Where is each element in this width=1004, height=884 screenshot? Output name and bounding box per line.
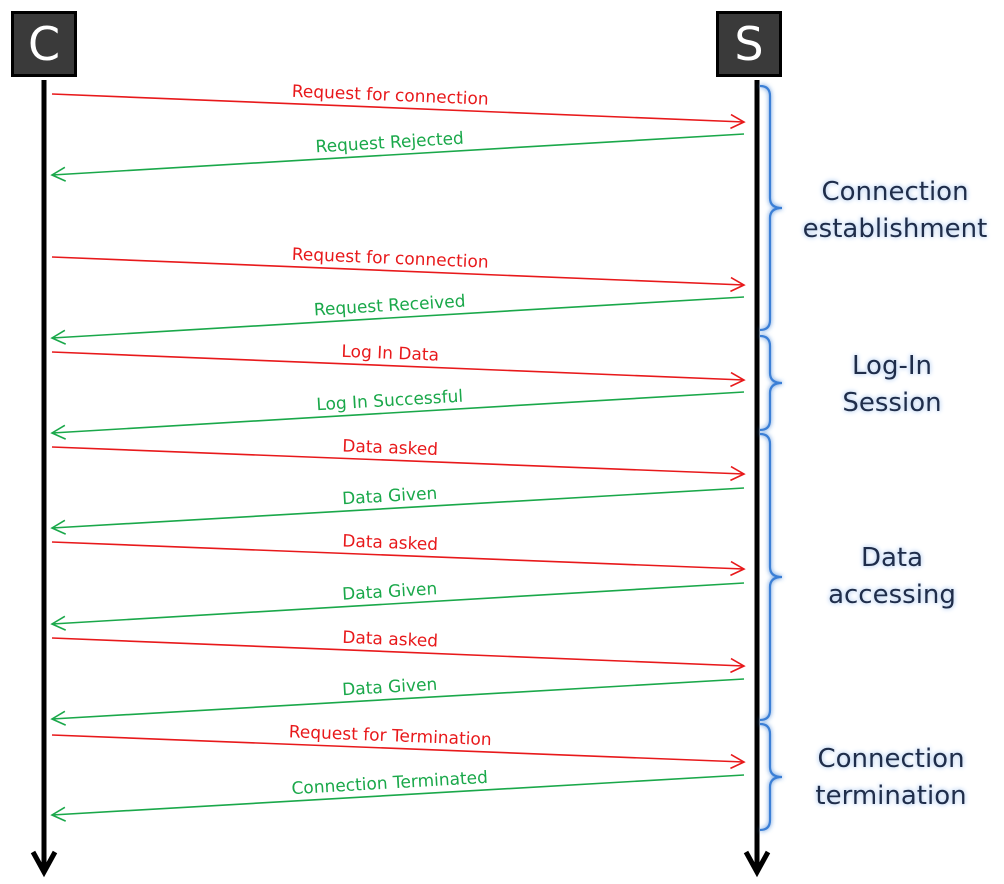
server-lifeline-arrowhead <box>743 850 771 878</box>
message-arrowhead <box>730 276 746 293</box>
phase-brace <box>759 722 783 832</box>
message-label: Connection Terminated <box>291 768 488 799</box>
message-label: Log In Successful <box>316 387 464 416</box>
message-line <box>51 637 745 667</box>
message-arrow: Data Given <box>50 675 745 726</box>
message-arrow: Request for connection <box>51 82 746 130</box>
message-arrowhead <box>50 615 67 631</box>
message-arrowhead <box>50 710 67 726</box>
message-label: Request Rejected <box>315 129 464 158</box>
message-label: Data asked <box>342 436 438 460</box>
message-label: Data Given <box>342 675 438 700</box>
phase-label-data-accessing: Data accessing <box>812 540 972 614</box>
message-arrow: Data Given <box>50 579 745 631</box>
phase-label-line: termination <box>815 781 967 811</box>
phase-label-log-in-session: Log-In Session <box>812 348 972 422</box>
message-arrowhead <box>730 465 746 482</box>
message-label: Data Given <box>342 579 438 605</box>
message-arrow: Request for connection <box>51 245 746 293</box>
message-line <box>51 487 745 529</box>
message-label: Data Given <box>342 484 438 509</box>
message-line <box>51 133 745 176</box>
message-arrow: Data asked <box>51 531 746 577</box>
message-arrow: Log In Data <box>51 342 746 388</box>
phase-label-line: Session <box>842 388 942 418</box>
message-arrow: Request for Termination <box>51 722 746 770</box>
message-line <box>51 541 745 570</box>
message-arrow: Request Rejected <box>50 129 745 182</box>
phase-label-line: accessing <box>828 580 956 610</box>
message-arrowhead <box>730 753 746 770</box>
message-line <box>51 296 745 339</box>
message-label: Log In Data <box>341 342 439 366</box>
phase-brace <box>759 334 783 432</box>
message-arrow: Request Received <box>50 292 745 345</box>
message-line <box>51 774 745 816</box>
message-line <box>51 256 745 286</box>
phase-braces <box>759 84 783 832</box>
message-line <box>51 391 745 434</box>
client-actor-box: C <box>11 11 77 77</box>
server-actor-box: S <box>716 11 782 77</box>
message-arrow: Log In Successful <box>50 387 745 440</box>
phase-label-line: Data <box>860 543 924 573</box>
phase-label-connection-establishment: Connection establishment <box>800 174 990 248</box>
message-line <box>51 734 745 763</box>
message-arrowhead <box>50 806 67 822</box>
server-actor-label: S <box>734 17 764 71</box>
client-lifeline-arrowhead <box>30 850 58 878</box>
message-label: Data asked <box>342 628 438 652</box>
phase-label-line: Connection <box>817 744 965 774</box>
phase-brace <box>759 84 783 332</box>
phase-brace <box>759 432 783 722</box>
message-label: Request Received <box>313 292 466 321</box>
message-line <box>51 351 745 381</box>
message-arrowhead <box>730 657 746 674</box>
message-arrow: Data Given <box>50 484 745 535</box>
phase-label-line: establishment <box>802 214 988 244</box>
message-line <box>51 678 745 720</box>
message-arrow: Data asked <box>51 628 746 674</box>
message-arrowhead <box>50 166 67 182</box>
message-arrow: Data asked <box>51 436 746 482</box>
message-arrowhead <box>730 560 746 577</box>
message-arrowhead <box>50 519 67 535</box>
message-arrowhead <box>50 424 67 440</box>
phase-label-connection-termination: Connection termination <box>796 741 986 815</box>
message-arrowhead <box>50 329 67 345</box>
message-arrowhead <box>730 371 746 388</box>
phase-label-line: Log-In <box>852 351 932 381</box>
message-label: Data asked <box>342 531 438 555</box>
message-line <box>51 446 745 475</box>
phase-label-line: Connection <box>821 177 969 207</box>
message-arrowhead <box>730 113 746 130</box>
message-line <box>51 582 745 625</box>
client-actor-label: C <box>27 17 61 71</box>
message-arrow: Connection Terminated <box>50 768 745 822</box>
message-line <box>51 93 745 123</box>
